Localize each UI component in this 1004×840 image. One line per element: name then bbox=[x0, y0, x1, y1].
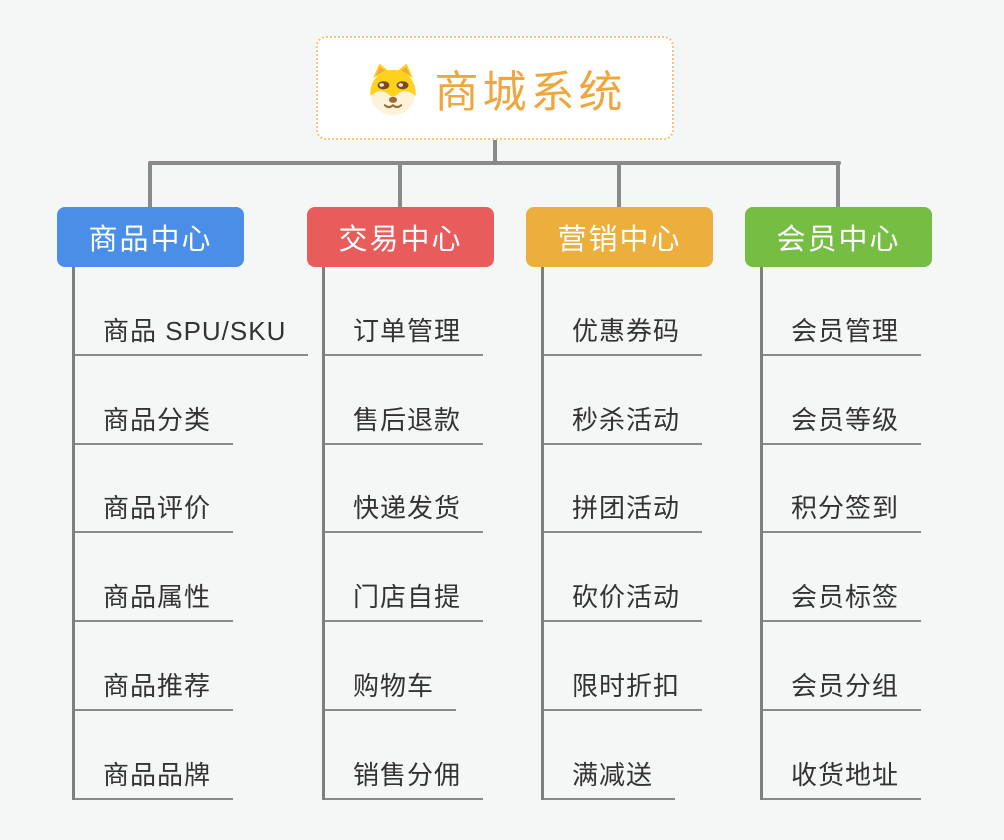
leaf-topic: 商品评价 bbox=[75, 445, 244, 534]
leaf-topic-label[interactable]: 商品品牌 bbox=[75, 755, 234, 800]
leaf-topic: 会员等级 bbox=[763, 356, 932, 445]
leaf-topic-label[interactable]: 快递发货 bbox=[325, 488, 484, 534]
leaf-topic-label[interactable]: 积分签到 bbox=[763, 488, 922, 534]
branch-node-label: 营销中心 bbox=[557, 224, 682, 256]
leaf-topic-label[interactable]: 门店自提 bbox=[325, 577, 484, 623]
connector-drop-marketing bbox=[617, 163, 621, 207]
leaf-topic: 商品推荐 bbox=[75, 622, 244, 711]
leaf-topic: 商品分类 bbox=[75, 356, 244, 445]
leaf-topic-label[interactable]: 商品属性 bbox=[75, 577, 234, 623]
leaf-topic: 门店自提 bbox=[325, 533, 494, 623]
leaf-topic-label[interactable]: 会员管理 bbox=[763, 311, 922, 356]
leaf-topic: 秒杀活动 bbox=[544, 356, 713, 445]
branch-node-label: 交易中心 bbox=[338, 224, 463, 256]
branch-trade-center: 交易中心 订单管理 售后退款 快递发货 门店自提 购物车 销售分佣 bbox=[307, 207, 494, 800]
root-topic-label: 商城系统 bbox=[434, 68, 627, 117]
leaf-topic-label[interactable]: 会员标签 bbox=[763, 577, 922, 623]
leaf-topic-label[interactable]: 购物车 bbox=[325, 666, 457, 711]
leaf-topic: 满减送 bbox=[544, 711, 713, 800]
leaf-topic-label[interactable]: 收货地址 bbox=[763, 755, 922, 800]
leaf-topic: 会员管理 bbox=[763, 267, 932, 356]
leaf-topic: 会员分组 bbox=[763, 622, 932, 711]
leaf-topic: 商品属性 bbox=[75, 533, 244, 623]
branch-node-marketing-center[interactable]: 营销中心 bbox=[526, 207, 713, 267]
leaf-topic: 售后退款 bbox=[325, 356, 494, 445]
connector-root-stub bbox=[493, 140, 497, 163]
branch-node-product-center[interactable]: 商品中心 bbox=[57, 207, 244, 267]
leaf-group-product: 商品 SPU/SKU 商品分类 商品评价 商品属性 商品推荐 商品品牌 bbox=[72, 267, 309, 800]
leaf-topic-label[interactable]: 优惠券码 bbox=[544, 311, 703, 356]
branch-node-label: 会员中心 bbox=[776, 224, 901, 256]
branch-marketing-center: 营销中心 优惠券码 秒杀活动 拼团活动 砍价活动 限时折扣 满减送 bbox=[526, 207, 713, 800]
branch-node-member-center[interactable]: 会员中心 bbox=[745, 207, 932, 267]
leaf-topic: 砍价活动 bbox=[544, 533, 713, 623]
leaf-group-marketing: 优惠券码 秒杀活动 拼团活动 砍价活动 限时折扣 满减送 bbox=[541, 267, 713, 800]
branch-product-center: 商品中心 商品 SPU/SKU 商品分类 商品评价 商品属性 商品推荐 商品品牌 bbox=[57, 207, 309, 800]
branch-node-label: 商品中心 bbox=[88, 224, 213, 256]
leaf-topic: 会员标签 bbox=[763, 533, 932, 623]
leaf-topic: 限时折扣 bbox=[544, 622, 713, 711]
leaf-topic-label[interactable]: 销售分佣 bbox=[325, 755, 484, 800]
root-topic[interactable]: 商城系统 bbox=[316, 36, 674, 140]
leaf-group-member: 会员管理 会员等级 积分签到 会员标签 会员分组 收货地址 bbox=[760, 267, 932, 800]
leaf-topic-label[interactable]: 售后退款 bbox=[325, 400, 484, 445]
leaf-topic-label[interactable]: 商品 SPU/SKU bbox=[75, 311, 309, 356]
leaf-topic-label[interactable]: 秒杀活动 bbox=[544, 400, 703, 445]
leaf-topic-label[interactable]: 满减送 bbox=[544, 755, 676, 800]
leaf-topic-label[interactable]: 拼团活动 bbox=[544, 488, 703, 534]
connector-drop-product bbox=[148, 163, 152, 207]
leaf-topic-label[interactable]: 会员分组 bbox=[763, 666, 922, 711]
leaf-topic: 快递发货 bbox=[325, 445, 494, 534]
leaf-topic: 商品 SPU/SKU bbox=[75, 267, 309, 356]
connector-drop-trade bbox=[398, 163, 402, 207]
leaf-topic: 拼团活动 bbox=[544, 445, 713, 534]
connector-drop-member bbox=[836, 163, 840, 207]
leaf-group-trade: 订单管理 售后退款 快递发货 门店自提 购物车 销售分佣 bbox=[322, 267, 494, 800]
branch-node-trade-center[interactable]: 交易中心 bbox=[307, 207, 494, 267]
leaf-topic: 购物车 bbox=[325, 622, 494, 711]
leaf-topic-label[interactable]: 订单管理 bbox=[325, 311, 484, 356]
leaf-topic-label[interactable]: 商品推荐 bbox=[75, 666, 234, 711]
leaf-topic-label[interactable]: 限时折扣 bbox=[544, 666, 703, 711]
leaf-topic-label[interactable]: 商品评价 bbox=[75, 488, 234, 534]
leaf-topic: 商品品牌 bbox=[75, 711, 244, 800]
branch-member-center: 会员中心 会员管理 会员等级 积分签到 会员标签 会员分组 收货地址 bbox=[745, 207, 932, 800]
leaf-topic: 优惠券码 bbox=[544, 267, 713, 356]
leaf-topic-label[interactable]: 砍价活动 bbox=[544, 577, 703, 623]
leaf-topic: 收货地址 bbox=[763, 711, 932, 800]
leaf-topic: 订单管理 bbox=[325, 267, 494, 356]
leaf-topic-label[interactable]: 商品分类 bbox=[75, 400, 234, 445]
leaf-topic: 销售分佣 bbox=[325, 711, 494, 800]
leaf-topic: 积分签到 bbox=[763, 445, 932, 534]
connector-bus bbox=[148, 161, 841, 165]
leaf-topic-label[interactable]: 会员等级 bbox=[763, 400, 922, 445]
shiba-dog-icon bbox=[369, 63, 416, 116]
